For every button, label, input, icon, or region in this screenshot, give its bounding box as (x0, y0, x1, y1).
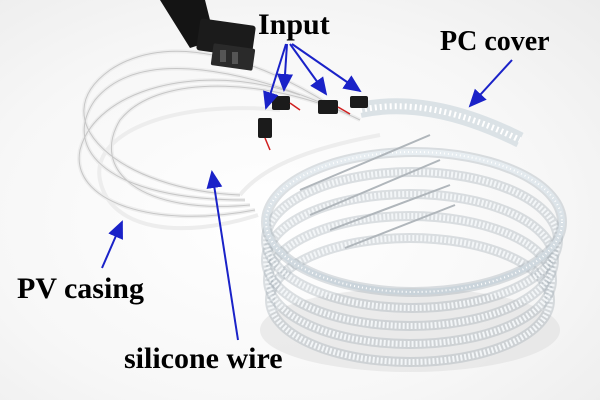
arrow-pv-casing (101, 220, 123, 269)
arrow-input-2 (277, 43, 294, 92)
label-input: Input (258, 8, 330, 41)
inner-rods (299, 134, 456, 249)
label-silicone-wire: silicone wire (124, 342, 283, 375)
label-pv-casing: PV casing (17, 272, 144, 305)
halo-rings (261, 147, 567, 367)
label-pc-cover: PC cover (440, 26, 550, 57)
arrow-pc-cover (468, 59, 513, 108)
wire-bundle-outline (78, 50, 361, 217)
arrow-input-1 (263, 43, 287, 110)
annotation-arrows (101, 43, 513, 341)
plug-wires (264, 102, 351, 151)
main-connector (160, 0, 256, 71)
arrow-input-3 (289, 43, 328, 96)
arrow-silicone-wire (206, 170, 239, 341)
arrow-input-4 (291, 43, 362, 93)
